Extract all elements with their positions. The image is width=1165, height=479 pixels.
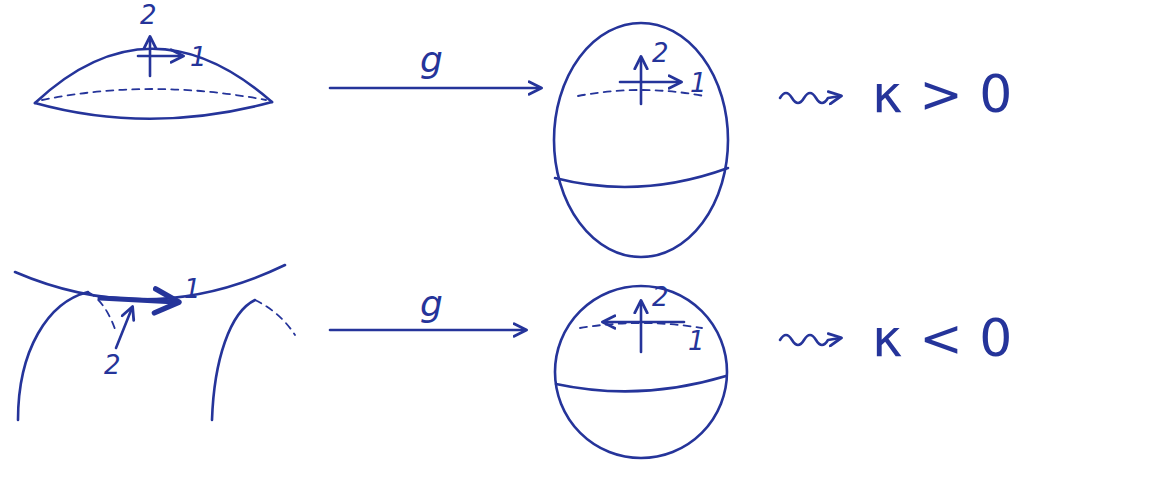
sphere xyxy=(554,23,728,257)
axis-number: 1 xyxy=(184,276,201,302)
axis-number: 1 xyxy=(688,328,705,354)
squiggle-arrow xyxy=(780,335,840,345)
axis-number: 1 xyxy=(190,44,207,70)
curvature-sign: κ < 0 xyxy=(872,312,1012,364)
axis-number: 2 xyxy=(652,40,669,66)
axis-number: 2 xyxy=(652,284,669,310)
curvature-sign: κ > 0 xyxy=(872,68,1012,120)
map-name: g xyxy=(420,42,443,78)
gauss-map-arrow xyxy=(330,87,540,90)
axis-number: 2 xyxy=(140,2,157,28)
sphere xyxy=(555,286,727,458)
squiggle-arrow xyxy=(780,93,840,103)
axis-number: 1 xyxy=(690,70,707,96)
gauss-map-arrow xyxy=(330,329,525,332)
map-name: g xyxy=(420,286,443,322)
saddle-surface xyxy=(15,265,295,420)
axis-number: 2 xyxy=(104,352,121,378)
dome-surface xyxy=(35,38,272,119)
